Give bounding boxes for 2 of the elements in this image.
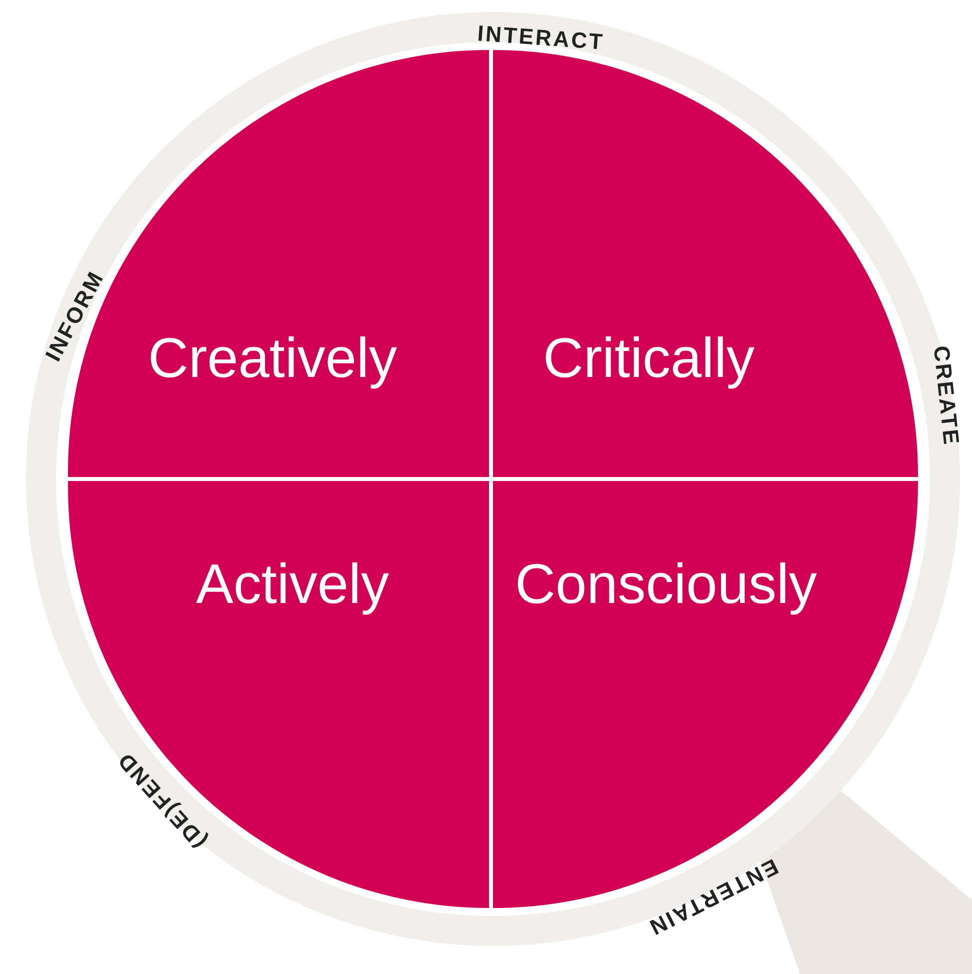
ring-label: CREATE xyxy=(930,344,962,448)
ring-label: INTERACT xyxy=(476,22,606,54)
